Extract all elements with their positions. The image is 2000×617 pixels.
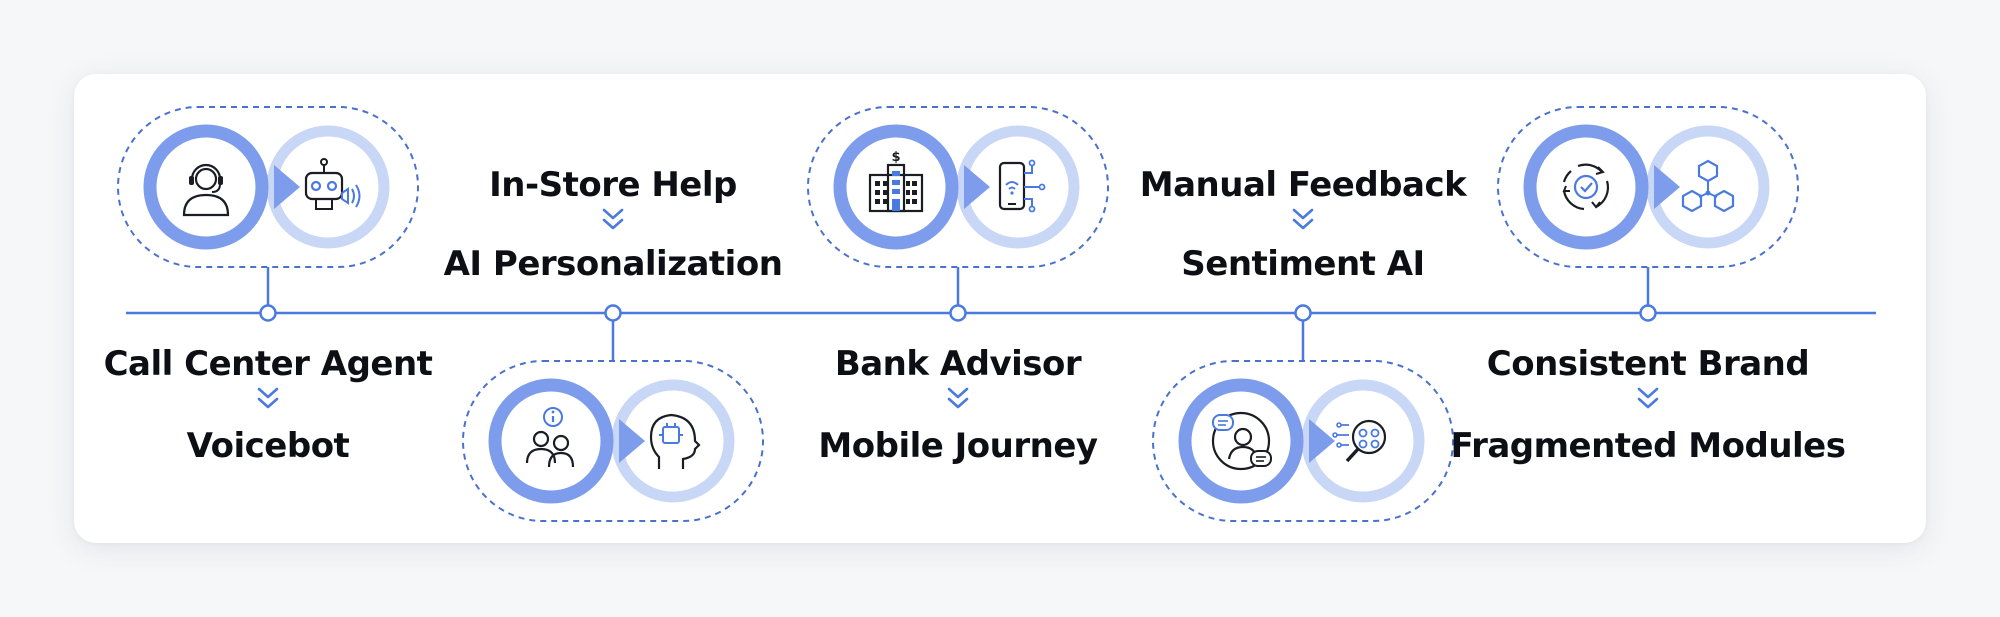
- double-chevron-down-icon: [947, 387, 969, 409]
- double-chevron-down-icon: [257, 387, 279, 409]
- from-label: Consistent Brand: [1486, 344, 1810, 384]
- timeline-node: [259, 304, 277, 322]
- pointer-arrow: [964, 165, 990, 209]
- step-3: [807, 106, 1109, 322]
- primary-ring: [833, 124, 959, 250]
- primary-ring: [1523, 124, 1649, 250]
- primary-ring: [1178, 378, 1304, 504]
- timeline-node: [604, 304, 622, 322]
- dashed-capsule: [117, 106, 419, 268]
- diagram-card: $: [74, 74, 1926, 543]
- to-label: Mobile Journey: [818, 426, 1098, 466]
- pointer-arrow: [1309, 419, 1335, 463]
- light-ring: [956, 125, 1080, 249]
- from-label: Manual Feedback: [1139, 165, 1467, 205]
- step-2: [462, 304, 764, 522]
- double-chevron-down-icon: [1292, 208, 1314, 230]
- pointer-arrow: [274, 165, 300, 209]
- primary-ring: [488, 378, 614, 504]
- timeline-node: [1294, 304, 1312, 322]
- to-label: Voicebot: [186, 426, 350, 466]
- timeline-node: [949, 304, 967, 322]
- step-5: [1497, 106, 1799, 322]
- timeline-node: [1639, 304, 1657, 322]
- double-chevron-down-icon: [602, 208, 624, 230]
- to-label: Fragmented Modules: [1450, 426, 1846, 466]
- from-label: In-Store Help: [489, 165, 737, 205]
- primary-ring: [143, 124, 269, 250]
- to-label: Sentiment AI: [1181, 244, 1425, 284]
- dashed-capsule: [807, 106, 1109, 268]
- step-4: [1152, 304, 1454, 522]
- step-1: [117, 106, 419, 322]
- timeline-diagram: $: [117, 106, 1876, 522]
- double-chevron-down-icon: [1637, 387, 1659, 409]
- pointer-arrow: [1654, 165, 1680, 209]
- dashed-capsule: [1497, 106, 1799, 268]
- dashed-capsule: [1152, 360, 1454, 522]
- from-label: Call Center Agent: [103, 344, 433, 384]
- pointer-arrow: [619, 419, 645, 463]
- light-ring: [611, 379, 735, 503]
- to-label: AI Personalization: [443, 244, 783, 284]
- from-label: Bank Advisor: [834, 344, 1082, 384]
- dashed-capsule: [462, 360, 764, 522]
